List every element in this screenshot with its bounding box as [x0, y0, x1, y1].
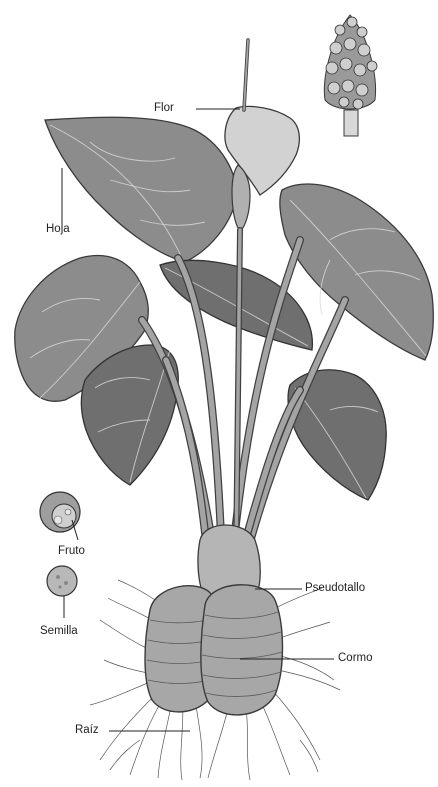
label-semilla: Semilla [40, 625, 78, 637]
corms [145, 585, 283, 715]
inflorescence [324, 15, 377, 136]
label-hoja: Hoja [46, 223, 70, 235]
label-pseudotallo: Pseudotallo [305, 582, 365, 594]
label-fruto: Fruto [58, 545, 85, 557]
seed-drawing [47, 566, 77, 596]
label-raiz: Raíz [75, 724, 99, 736]
label-cormo: Cormo [338, 652, 373, 664]
label-flor: Flor [154, 102, 174, 114]
